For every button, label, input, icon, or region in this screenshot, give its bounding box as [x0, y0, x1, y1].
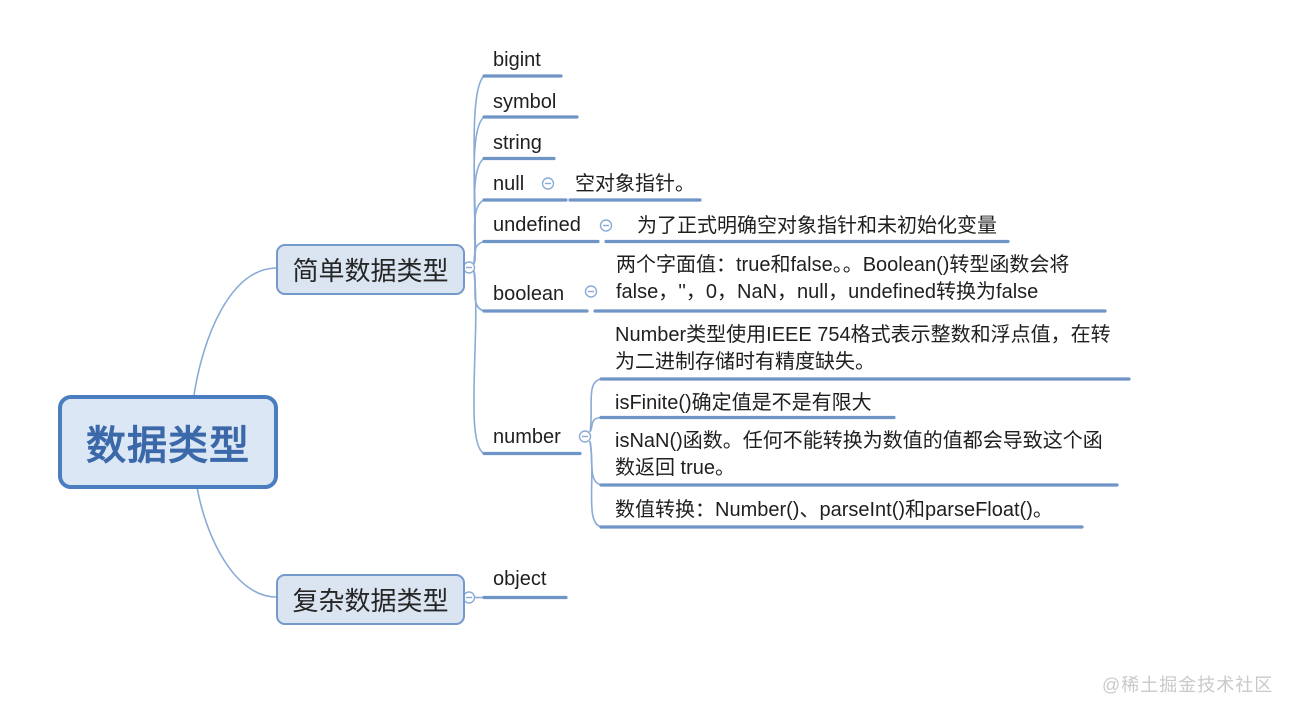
note-isnan-line1: isNaN()函数。任何不能转换为数值的值都会导致这个函	[615, 430, 1103, 452]
connector-numeric-conversion	[589, 441, 603, 528]
collapse-icon-null[interactable]	[541, 177, 555, 190]
note-number-ieee-line1: Number类型使用IEEE 754格式表示整数和浮点值，在转	[615, 324, 1111, 346]
collapse-icon-undefined[interactable]	[599, 219, 613, 232]
note-number-ieee-line2: 为二进制存储时有精度缺失。	[615, 351, 875, 373]
note-boolean-line2: false，''，0，NaN，null，undefined转换为false	[616, 281, 1039, 303]
node-string[interactable]: string	[493, 132, 542, 154]
connector-isfinite	[589, 416, 603, 433]
note-null[interactable]: 空对象指针。	[575, 173, 695, 195]
node-boolean[interactable]: boolean	[493, 283, 565, 305]
root-node[interactable]: 数据类型	[58, 395, 278, 489]
connector-number-ieee	[589, 378, 603, 433]
note-boolean-line1: 两个字面值：true和false。。Boolean()转型函数会将	[616, 254, 1070, 276]
node-bigint[interactable]: bigint	[493, 49, 541, 71]
collapse-icon-number[interactable]	[578, 430, 592, 443]
note-undefined[interactable]: 为了正式明确空对象指针和未初始化变量	[637, 215, 997, 237]
connector-undefined	[473, 240, 485, 265]
node-undefined[interactable]: undefined	[493, 214, 581, 236]
collapse-icon-complex-types[interactable]	[462, 591, 476, 604]
node-object[interactable]: object	[493, 568, 547, 590]
connector-root-simple	[193, 267, 277, 396]
connector-number	[473, 271, 485, 455]
node-null[interactable]: null	[493, 173, 525, 195]
branch-complex-types[interactable]: 复杂数据类型	[276, 574, 465, 625]
note-isnan[interactable]: isNaN()函数。任何不能转换为数值的值都会导致这个函 数返回 true。	[615, 428, 1103, 482]
node-number[interactable]: number	[493, 426, 561, 448]
note-boolean[interactable]: 两个字面值：true和false。。Boolean()转型函数会将 false，…	[616, 252, 1069, 306]
collapse-icon-simple-types[interactable]	[462, 261, 476, 274]
note-isnan-line2: 数返回 true。	[615, 457, 736, 479]
note-number-ieee[interactable]: Number类型使用IEEE 754格式表示整数和浮点值，在转 为二进制存储时有…	[615, 322, 1111, 376]
watermark: @稀土掘金技术社区	[1102, 675, 1274, 695]
note-numeric-conversion[interactable]: 数值转换：Number()、parseInt()和parseFloat()。	[615, 499, 1053, 521]
branch-simple-types[interactable]: 简单数据类型	[276, 244, 465, 295]
node-symbol[interactable]: symbol	[493, 91, 557, 113]
connector-root-complex	[195, 480, 277, 598]
note-isfinite[interactable]: isFinite()确定值是不是有限大	[615, 392, 872, 414]
collapse-icon-boolean[interactable]	[584, 285, 598, 298]
